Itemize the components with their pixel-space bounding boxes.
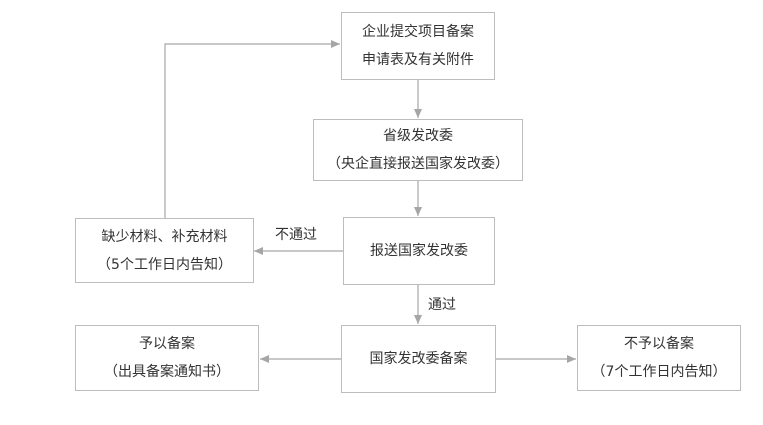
node-filing-line1: 国家发改委备案: [369, 351, 468, 367]
node-report-to-ndrc: 报送国家发改委: [343, 217, 495, 285]
edge-label-not-pass: 不通过: [275, 227, 317, 243]
node-supplement-line2: （5个工作日内告知）: [97, 256, 232, 273]
node-supplement-materials: 缺少材料、补充材料 （5个工作日内告知）: [75, 218, 254, 283]
node-submit-application: 企业提交项目备案 申请表及有关附件: [341, 12, 495, 80]
node-approved-line2: （出具备案通知书）: [104, 364, 230, 380]
node-provincial-line2: （央企直接报送国家发改委）: [327, 156, 509, 172]
node-supplement-line1: 缺少材料、补充材料: [101, 228, 228, 245]
node-submit-line1: 企业提交项目备案: [362, 24, 474, 40]
node-report-line1: 报送国家发改委: [370, 243, 468, 259]
node-approved: 予以备案 （出具备案通知书）: [75, 325, 259, 391]
node-provincial-line1: 省级发改委: [383, 128, 453, 144]
arrow-supplement-to-submit: [164, 40, 340, 218]
node-rejected: 不予以备案 （7个工作日内告知）: [577, 325, 741, 391]
edge-label-pass: 通过: [428, 297, 456, 313]
node-provincial-ndrc: 省级发改委 （央企直接报送国家发改委）: [313, 119, 523, 181]
node-submit-line2: 申请表及有关附件: [362, 52, 474, 68]
node-approved-line1: 予以备案: [139, 336, 195, 352]
node-ndrc-filing: 国家发改委备案: [341, 325, 496, 393]
node-rejected-line2: （7个工作日内告知）: [591, 364, 727, 380]
node-rejected-line1: 不予以备案: [624, 336, 694, 352]
